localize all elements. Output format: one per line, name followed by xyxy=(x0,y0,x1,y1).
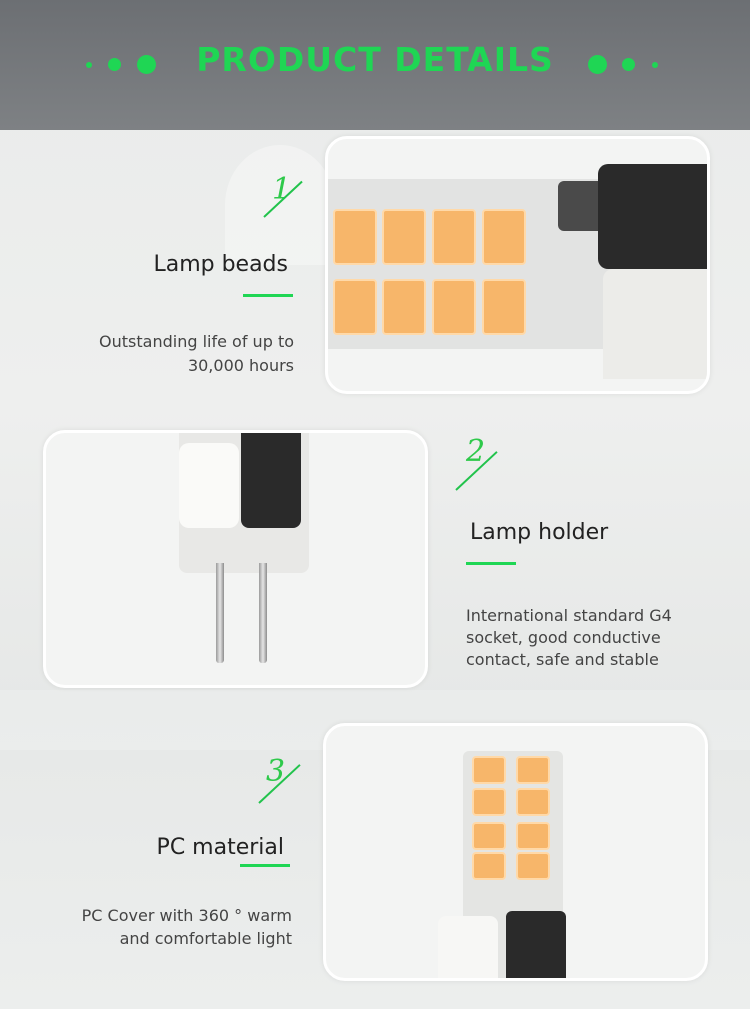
feature-2-description: International standard G4 socket, good c… xyxy=(466,605,736,671)
feature-3-description-line: and comfortable light xyxy=(119,929,292,948)
feature-1-underline xyxy=(243,294,293,297)
feature-2-description-line: International standard G4 xyxy=(466,606,672,625)
header-banner: PRODUCT DETAILS xyxy=(0,0,750,130)
feature-2-description-line: socket, good conductive xyxy=(466,628,661,647)
feature-2-image-card xyxy=(43,430,428,688)
led-chip xyxy=(432,209,476,265)
dot-decoration xyxy=(137,55,156,74)
page-title: PRODUCT DETAILS xyxy=(196,40,554,79)
led-chip xyxy=(472,852,506,880)
background-lamp-shape xyxy=(225,145,335,265)
led-chip xyxy=(516,822,550,850)
led-chip xyxy=(472,756,506,784)
feature-3-image-card xyxy=(323,723,708,981)
circuit-component xyxy=(598,164,707,269)
feature-3-description-line: PC Cover with 360 ° warm xyxy=(81,906,292,925)
led-chip xyxy=(432,279,476,335)
feature-1-title: Lamp beads xyxy=(153,252,288,277)
dot-decoration xyxy=(588,55,607,74)
led-chip xyxy=(516,788,550,816)
led-chip xyxy=(472,822,506,850)
g4-pin xyxy=(259,563,267,663)
feature-2-underline xyxy=(466,562,516,565)
feature-1-description-line: 30,000 hours xyxy=(187,356,294,375)
feature-2-description-line: contact, safe and stable xyxy=(466,650,659,669)
feature-3-title: PC material xyxy=(156,835,284,860)
dot-decoration xyxy=(622,58,635,71)
led-chip xyxy=(516,852,550,880)
bulb-cover xyxy=(179,443,239,528)
bulb-cover xyxy=(438,916,498,978)
feature-3-number: 3 xyxy=(266,754,286,789)
led-chip xyxy=(482,209,526,265)
led-chip xyxy=(516,756,550,784)
pin-holder xyxy=(603,269,707,379)
feature-3-description: PC Cover with 360 ° warm and comfortable… xyxy=(30,904,292,950)
feature-3-underline xyxy=(240,864,290,867)
circuit-component xyxy=(506,911,566,978)
led-chip xyxy=(482,279,526,335)
led-chip xyxy=(382,209,426,265)
feature-2-title: Lamp holder xyxy=(470,520,609,545)
feature-1-description: Outstanding life of up to 30,000 hours xyxy=(40,330,294,378)
feature-1-number: 1 xyxy=(272,172,292,207)
led-chip xyxy=(333,279,377,335)
dot-decoration xyxy=(652,62,658,68)
circuit-component xyxy=(241,433,301,528)
feature-1-description-line: Outstanding life of up to xyxy=(99,332,294,351)
led-chip xyxy=(382,279,426,335)
led-chip xyxy=(472,788,506,816)
dot-decoration xyxy=(108,58,121,71)
led-chip xyxy=(333,209,377,265)
g4-pin xyxy=(216,563,224,663)
feature-2-number: 2 xyxy=(466,434,486,469)
dot-decoration xyxy=(86,62,92,68)
feature-1-image-card xyxy=(325,136,710,394)
